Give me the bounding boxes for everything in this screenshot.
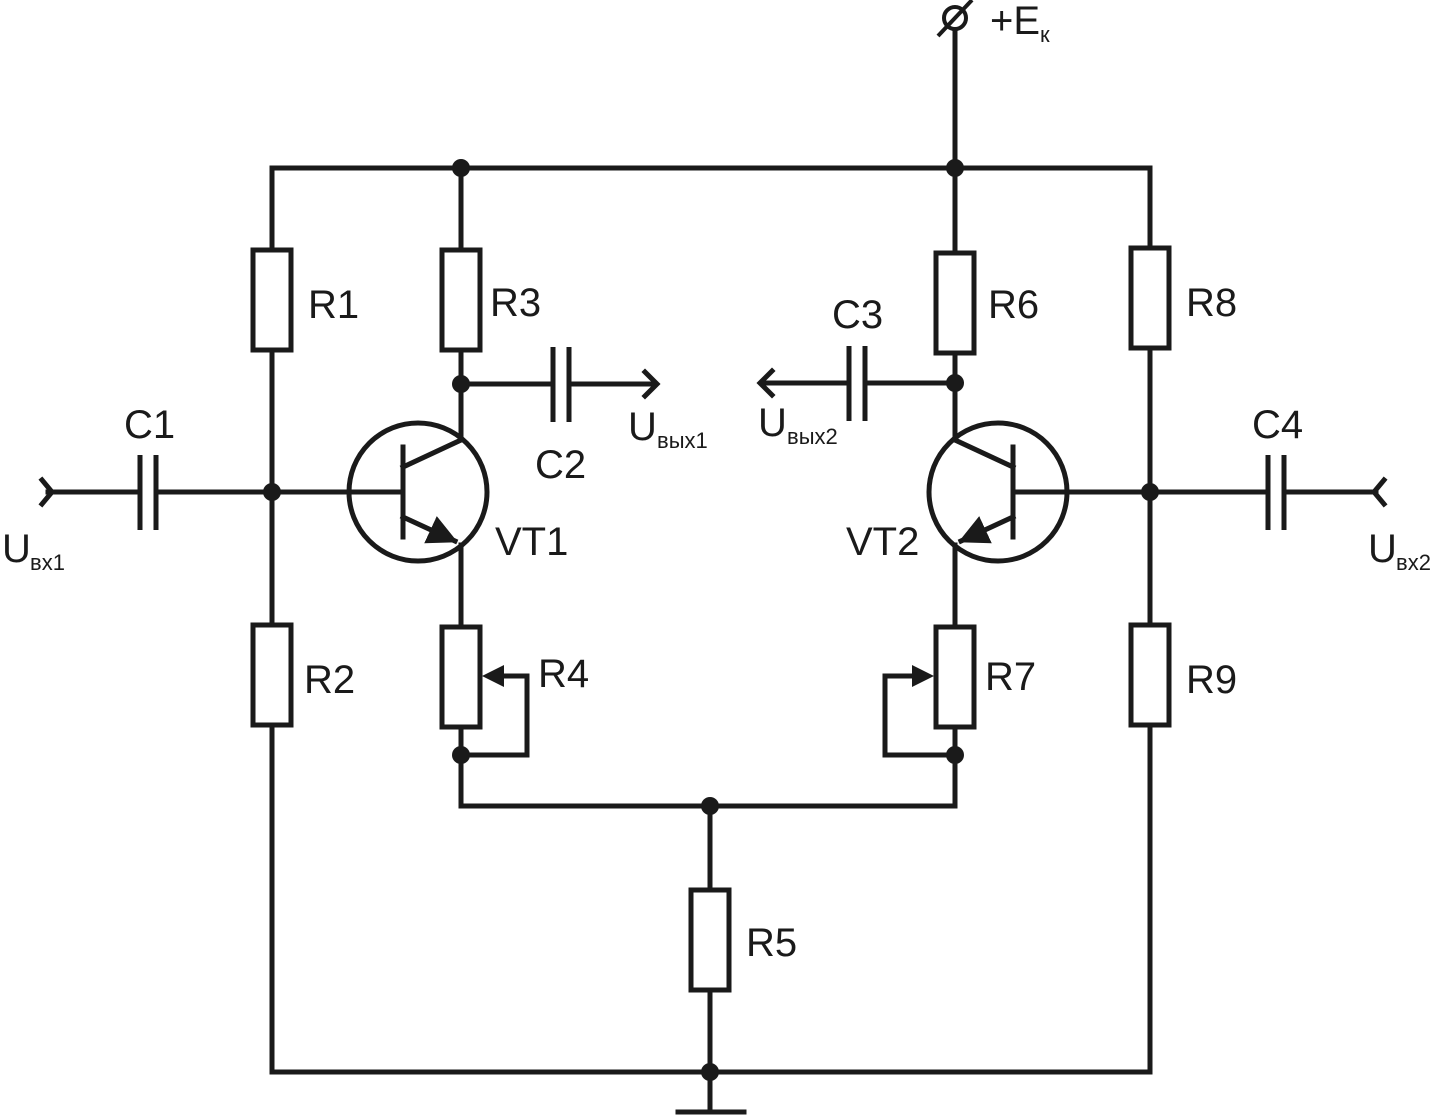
input1-label: U [2, 527, 31, 571]
input1-label-sub: вх1 [30, 550, 65, 575]
vt1-collector-wire [458, 165, 661, 443]
label-r6: R6 [988, 283, 1039, 327]
label-r5: R5 [746, 921, 797, 965]
output1-label: U [628, 405, 657, 449]
transistor-vt1 [342, 420, 490, 564]
resistor-r5 [688, 887, 732, 993]
capacitor-c2 [550, 347, 572, 422]
junction-dots [263, 159, 1159, 1081]
label-c4: C4 [1252, 403, 1303, 447]
supply-terminal-icon [936, 0, 974, 38]
label-r8: R8 [1186, 281, 1237, 325]
r4-wiper-arrow-icon [482, 665, 504, 687]
resistor-r7 [933, 624, 977, 730]
resistor-r8 [1128, 245, 1172, 351]
output2-label-sub: вых2 [787, 424, 838, 449]
label-c2: C2 [535, 443, 586, 487]
resistor-r3 [439, 247, 483, 353]
capacitor-c3 [846, 346, 868, 421]
junction-dot [452, 746, 470, 764]
input2-label-sub: вх2 [1396, 550, 1430, 575]
label-c3: C3 [832, 293, 883, 337]
supply-label-sub: к [1040, 22, 1050, 47]
label-r7: R7 [985, 655, 1036, 699]
capacitor-c4 [1265, 455, 1287, 530]
resistor-r9 [1128, 622, 1172, 728]
junction-dot [701, 1063, 719, 1081]
transistor-vt2 [926, 420, 1071, 564]
label-r9: R9 [1186, 658, 1237, 702]
junction-dot [263, 483, 281, 501]
junction-dot [452, 375, 470, 393]
output1-label-sub: вых1 [657, 428, 708, 453]
junction-dot [701, 797, 719, 815]
input2-label: U [1368, 527, 1397, 571]
r7-wiper-arrow-icon [912, 665, 934, 687]
junction-dot [946, 374, 964, 392]
input1-wire [38, 476, 348, 508]
capacitor-c1 [137, 455, 159, 530]
resistor-r4 [439, 624, 483, 730]
output2-label: U [758, 401, 787, 445]
resistor-r6 [933, 250, 977, 356]
supply-rail [269, 27, 1153, 171]
label-vt1: VT1 [495, 520, 568, 564]
supply-label: +E [990, 0, 1040, 43]
resistor-r1 [250, 247, 294, 353]
input2-wire [1065, 476, 1388, 508]
label-c1: C1 [124, 403, 175, 447]
vt2-emitter-wire [882, 542, 958, 809]
junction-dot [1141, 483, 1159, 501]
label-r1: R1 [308, 283, 359, 327]
label-vt2: VT2 [846, 520, 919, 564]
vt2-collector-wire [756, 165, 958, 443]
label-r4: R4 [538, 652, 589, 696]
junction-dot [452, 159, 470, 177]
junction-dot [946, 746, 964, 764]
label-r3: R3 [490, 281, 541, 325]
vt1-emitter-wire [458, 542, 530, 809]
label-r2: R2 [304, 658, 355, 702]
junction-dot [946, 159, 964, 177]
resistor-r2 [250, 622, 294, 728]
